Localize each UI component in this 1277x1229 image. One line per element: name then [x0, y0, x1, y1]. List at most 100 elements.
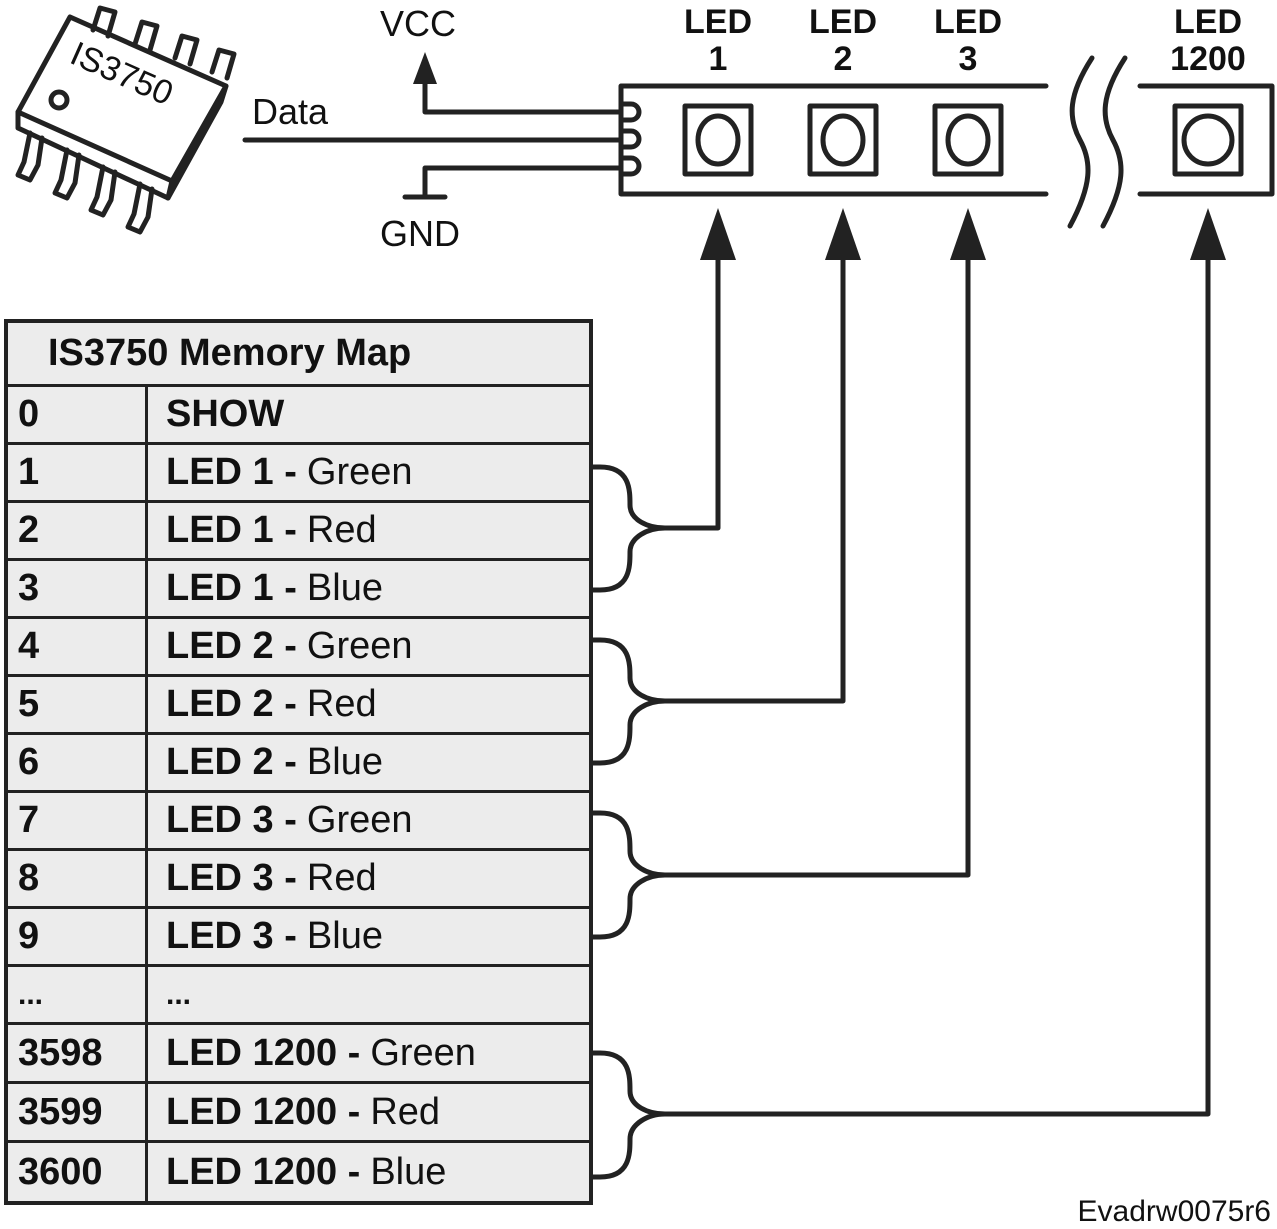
break-wave-icon — [1067, 55, 1095, 229]
led-2-label: LED 2 — [793, 5, 893, 76]
address-cell: 9 — [8, 909, 148, 964]
led-2-icon — [807, 103, 879, 177]
gnd-label: GND — [380, 213, 460, 254]
led-text: LED 3 - — [166, 857, 297, 899]
address-cell: 4 — [8, 619, 148, 674]
vcc-label: VCC — [380, 3, 457, 44]
table-row: 0 SHOW — [8, 387, 589, 445]
description-cell: LED 3 -Green — [148, 793, 589, 848]
led-text: SHOW — [166, 393, 285, 435]
vcc-arrow-icon — [413, 52, 437, 84]
color-text: Red — [370, 1090, 441, 1133]
color-text: Blue — [306, 741, 383, 783]
address-cell: 8 — [8, 851, 148, 906]
description-cell: LED 1200 -Blue — [148, 1143, 589, 1201]
arrow-up-icon — [825, 208, 861, 260]
led-text: LED 2 - — [166, 683, 297, 725]
color-text: Red — [306, 857, 377, 899]
table-row: 2 LED 1 -Red — [8, 503, 589, 561]
address-cell: ... — [8, 967, 148, 1022]
address-cell: 3599 — [8, 1084, 148, 1140]
led-text: LED 1 - — [166, 451, 297, 493]
description-cell: LED 1200 -Green — [148, 1025, 589, 1081]
gnd-line — [422, 165, 624, 200]
led-text: LED 3 - — [166, 799, 297, 841]
arrow-up-icon — [950, 208, 986, 260]
description-cell: LED 2 -Red — [148, 677, 589, 732]
ic-chip-icon — [15, 5, 237, 235]
description-cell: LED 2 -Blue — [148, 735, 589, 790]
led-text: ... — [166, 978, 192, 1011]
address-cell: 3600 — [8, 1143, 148, 1201]
memory-map-table: IS3750 Memory Map 0 SHOW 1 LED 1 -Green … — [4, 319, 593, 1205]
color-text: Blue — [370, 1150, 447, 1193]
led-text: LED 1200 - — [166, 1031, 361, 1074]
led-3-label-num: 3 — [958, 40, 978, 78]
color-text: Red — [306, 509, 377, 551]
led-1200-label: LED 1200 — [1148, 5, 1268, 76]
led-text: LED 1 - — [166, 509, 297, 551]
address-cell: 6 — [8, 735, 148, 790]
table-row: 7 LED 3 -Green — [8, 793, 589, 851]
address-cell: 1 — [8, 445, 148, 500]
table-row: 8 LED 3 -Red — [8, 851, 589, 909]
led-1-label: LED 1 — [668, 5, 768, 76]
description-cell: LED 1 -Green — [148, 445, 589, 500]
led-1-label-top: LED — [684, 3, 752, 41]
led-2-label-top: LED — [809, 3, 877, 41]
color-text: Green — [306, 625, 413, 667]
table-row-ellipsis: ... ... — [8, 967, 589, 1025]
memory-map-title: IS3750 Memory Map — [8, 323, 589, 387]
color-text: Blue — [306, 915, 383, 957]
arrow-up-icon — [700, 208, 736, 260]
led-strip-segment — [618, 83, 1049, 197]
led-1200-icon — [1172, 103, 1244, 177]
led-1-icon — [682, 103, 754, 177]
address-cell: 2 — [8, 503, 148, 558]
description-cell: LED 2 -Green — [148, 619, 589, 674]
arrow-up-icon — [1190, 208, 1226, 260]
address-cell: 7 — [8, 793, 148, 848]
table-row: 3599 LED 1200 -Red — [8, 1084, 589, 1143]
table-row: 3 LED 1 -Blue — [8, 561, 589, 619]
led-strip-end-segment — [1137, 83, 1275, 197]
led1-bracket — [559, 247, 721, 593]
led-1200-label-top: LED — [1174, 3, 1242, 41]
led-2-label-num: 2 — [833, 40, 853, 78]
color-text: Green — [370, 1031, 476, 1074]
led-text: LED 1200 - — [166, 1090, 361, 1133]
color-text: Green — [306, 451, 413, 493]
description-cell: LED 3 -Red — [148, 851, 589, 906]
color-text: Green — [306, 799, 413, 841]
led-text: LED 3 - — [166, 915, 297, 957]
address-cell: 3598 — [8, 1025, 148, 1081]
table-row: 3598 LED 1200 -Green — [8, 1025, 589, 1084]
table-row: 1 LED 1 -Green — [8, 445, 589, 503]
description-cell: LED 1 -Red — [148, 503, 589, 558]
led-3-label: LED 3 — [918, 5, 1018, 76]
description-cell: LED 3 -Blue — [148, 909, 589, 964]
table-row: 9 LED 3 -Blue — [8, 909, 589, 967]
led3-bracket — [559, 247, 971, 940]
color-text: Blue — [306, 567, 383, 609]
description-cell: LED 1 -Blue — [148, 561, 589, 616]
color-text: Red — [306, 683, 377, 725]
table-row: 4 LED 2 -Green — [8, 619, 589, 677]
led1200-bracket — [559, 247, 1211, 1180]
led-1200-label-num: 1200 — [1170, 40, 1246, 78]
led-1-label-num: 1 — [708, 40, 728, 78]
led-text: LED 1 - — [166, 567, 297, 609]
led-text: LED 2 - — [166, 741, 297, 783]
led-text: LED 2 - — [166, 625, 297, 667]
vcc-line — [422, 77, 624, 115]
chip-label: IS3750 — [65, 35, 179, 114]
led-text: LED 1200 - — [166, 1150, 361, 1193]
description-cell: SHOW — [148, 387, 589, 442]
led-3-label-top: LED — [934, 3, 1002, 41]
led-3-icon — [932, 103, 1004, 177]
address-cell: 5 — [8, 677, 148, 732]
description-cell: LED 1200 -Red — [148, 1084, 589, 1140]
table-row: 5 LED 2 -Red — [8, 677, 589, 735]
address-cell: 3 — [8, 561, 148, 616]
